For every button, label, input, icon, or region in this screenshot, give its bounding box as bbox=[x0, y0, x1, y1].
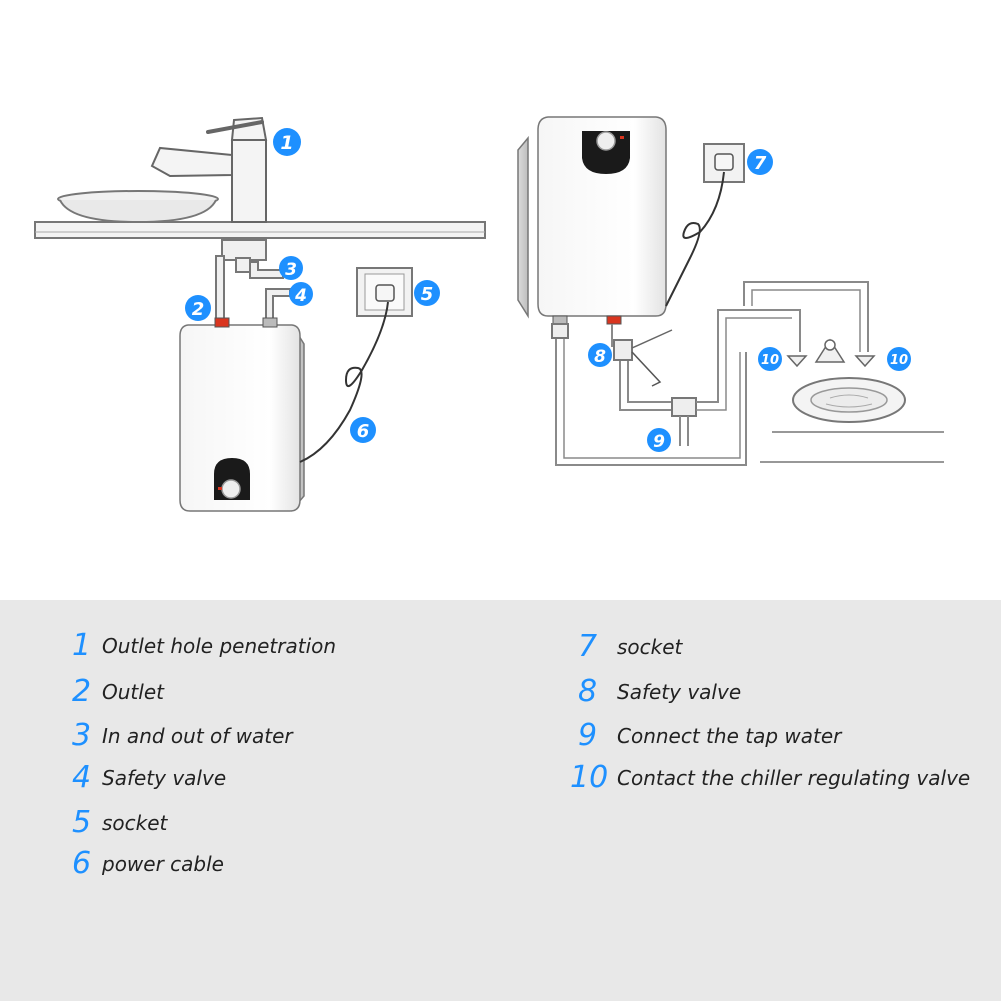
svg-text:4: 4 bbox=[294, 286, 307, 306]
badge-1: 1 bbox=[273, 128, 301, 156]
legend-number: 10 bbox=[570, 760, 609, 795]
right-installation-scene bbox=[517, 116, 944, 466]
badge-3: 3 bbox=[279, 256, 303, 280]
legend-panel: 1 Outlet hole penetration 2 Outlet 3 In … bbox=[0, 600, 1001, 1001]
wall-socket-left bbox=[356, 267, 413, 317]
legend-number: 5 bbox=[72, 805, 92, 840]
badge-8: 8 bbox=[588, 343, 612, 367]
counter-right bbox=[760, 431, 944, 463]
legend-label: Outlet hole penetration bbox=[102, 634, 337, 658]
legend-label: socket bbox=[102, 811, 168, 835]
water-heater-right bbox=[517, 116, 667, 325]
countertop bbox=[34, 221, 486, 239]
legend-number: 8 bbox=[578, 674, 598, 709]
badge-6: 6 bbox=[350, 417, 376, 443]
under-sink-pipes bbox=[215, 239, 291, 323]
svg-text:6: 6 bbox=[357, 421, 370, 442]
legend-number: 6 bbox=[72, 846, 92, 881]
badge-7: 7 bbox=[747, 149, 773, 175]
legend-number: 3 bbox=[72, 718, 92, 753]
svg-text:7: 7 bbox=[754, 153, 767, 174]
badge-2: 2 bbox=[185, 295, 211, 321]
legend-label: In and out of water bbox=[102, 724, 293, 748]
badge-10-right: 10 bbox=[887, 347, 911, 371]
badge-10-left: 10 bbox=[758, 347, 782, 371]
legend-label: socket bbox=[617, 635, 683, 659]
power-cable-left bbox=[299, 301, 389, 463]
legend-number: 7 bbox=[578, 629, 598, 664]
svg-text:1: 1 bbox=[280, 132, 293, 154]
svg-text:10: 10 bbox=[761, 353, 779, 368]
badge-4: 4 bbox=[289, 282, 313, 306]
power-cable-right bbox=[665, 171, 725, 307]
badge-5: 5 bbox=[414, 280, 440, 306]
sink-right bbox=[792, 377, 906, 423]
svg-text:9: 9 bbox=[653, 432, 665, 452]
legend-label: Safety valve bbox=[102, 766, 227, 790]
legend-number: 9 bbox=[578, 718, 598, 753]
svg-text:5: 5 bbox=[421, 284, 434, 305]
legend-label: Safety valve bbox=[617, 680, 742, 704]
legend-number: 1 bbox=[72, 628, 92, 663]
svg-text:10: 10 bbox=[890, 353, 908, 368]
legend-number: 4 bbox=[72, 760, 92, 795]
badge-9: 9 bbox=[647, 428, 671, 452]
svg-text:2: 2 bbox=[192, 299, 205, 320]
faucet bbox=[150, 116, 268, 223]
legend-label: Outlet bbox=[102, 680, 164, 704]
legend-number: 2 bbox=[72, 674, 92, 709]
sink-basin bbox=[57, 190, 219, 224]
installation-diagram: 1 2 3 4 5 6 7 8 9 10 10 bbox=[34, 116, 944, 513]
mixer-valves bbox=[786, 338, 876, 368]
svg-text:8: 8 bbox=[594, 347, 606, 367]
legend-label: Contact the chiller regulating valve bbox=[617, 766, 971, 790]
water-heater-left bbox=[179, 317, 305, 513]
svg-text:3: 3 bbox=[285, 260, 297, 280]
legend-label: power cable bbox=[102, 852, 224, 876]
legend-label: Connect the tap water bbox=[617, 724, 842, 748]
left-installation-scene bbox=[34, 116, 486, 513]
pipework-right bbox=[551, 281, 869, 466]
